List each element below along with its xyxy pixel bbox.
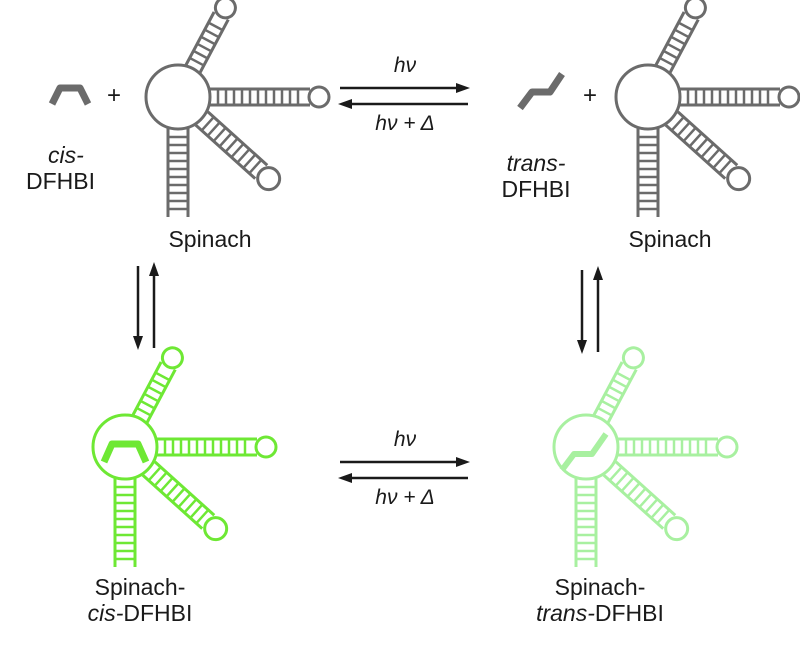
dfhbi-name: DFHBI <box>123 600 193 627</box>
plus-sign: + <box>107 82 121 109</box>
plus-sign: + <box>583 82 597 109</box>
bottom-forward-condition: hν <box>393 428 417 451</box>
dfhbi-name: DFHBI <box>594 600 664 627</box>
left-binding-arrows <box>133 262 159 350</box>
bottom-equilibrium-arrows <box>338 457 470 483</box>
cis-dfhbi-molecule-icon <box>48 84 92 106</box>
dfhbi-name: DFHBI <box>501 176 571 203</box>
top-reverse-condition: hν + Δ <box>375 112 435 135</box>
right-binding-arrows <box>577 266 603 354</box>
top-equilibrium-arrows <box>338 83 470 109</box>
trans-dfhbi-label: trans- DFHBI <box>486 150 586 203</box>
top-forward-condition: hν <box>393 54 417 77</box>
trans-prefix: trans- <box>536 600 595 627</box>
cis-dfhbi-label: cis- DFHBI <box>26 142 95 195</box>
spinach-dash: Spinach- <box>94 574 186 600</box>
spinach-cis-complex-icon <box>91 342 278 569</box>
bottom-reverse-condition: hν + Δ <box>375 486 435 509</box>
bound-cis-dfhbi-icon <box>100 440 150 464</box>
cis-prefix: cis- <box>48 142 84 168</box>
spinach-trans-dfhbi-label: Spinach- trans-DFHBI <box>500 574 700 627</box>
spinach-cis-dfhbi-label: Spinach- cis-DFHBI <box>50 574 230 627</box>
spinach-rna-icon <box>614 0 800 219</box>
dfhbi-name: DFHBI <box>26 168 95 195</box>
trans-dfhbi-molecule-icon <box>517 72 565 111</box>
spinach-label-left: Spinach <box>168 226 252 252</box>
spinach-dash: Spinach- <box>554 574 646 600</box>
bound-trans-dfhbi-icon <box>559 432 609 472</box>
spinach-label-right: Spinach <box>628 226 712 252</box>
spinach-rna-icon <box>144 0 331 219</box>
cis-prefix: cis- <box>87 600 124 627</box>
trans-prefix: trans- <box>506 150 566 176</box>
